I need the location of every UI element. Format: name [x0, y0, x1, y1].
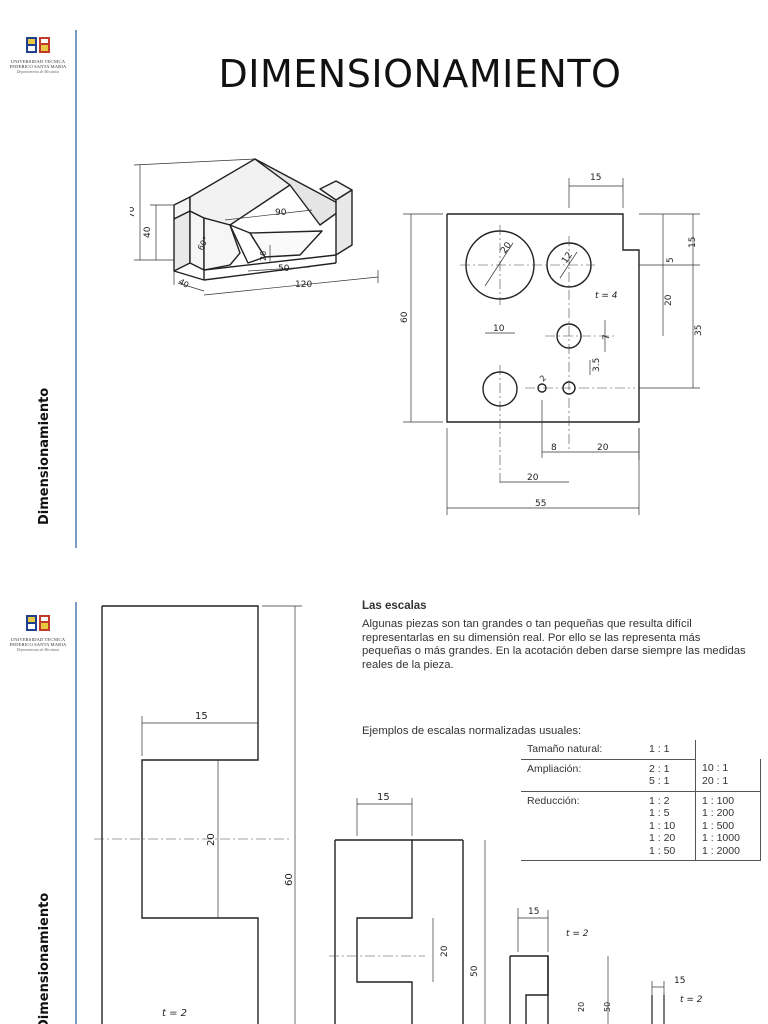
university-name-line2: FEDERICO SANTA MARIA — [9, 642, 67, 648]
dim-3-5: 3.5 — [592, 358, 602, 372]
dim-20: 20 — [259, 251, 268, 261]
red-value: 1 : 10 — [649, 819, 676, 832]
dim-35-right: 35 — [694, 325, 704, 336]
slide-gap — [0, 560, 768, 582]
natural-value: 1 : 1 — [649, 743, 670, 755]
dim-20-bottom: 20 — [597, 443, 609, 453]
row-ampliacion: Ampliación: 2 : 1 5 : 1 10 : 1 20 : 1 — [521, 759, 761, 792]
red-value: 1 : 2 — [649, 794, 670, 807]
large-part-outline — [102, 605, 259, 1024]
dim-15: 15 — [195, 711, 208, 722]
dim-20-circle: 20 — [499, 240, 514, 255]
scales-paragraph: Algunas piezas son tan grandes o tan peq… — [362, 618, 746, 671]
isometric-drawing: 70 40 90 60° 20 50 120 40 — [130, 158, 379, 296]
red-value: 1 : 20 — [649, 832, 676, 844]
university-name-line1: UNIVERSIDAD TECNICA — [10, 637, 66, 642]
department-name: Departamento de Mecánica — [16, 647, 60, 652]
slide-title: DIMENSIONAMIENTO — [218, 52, 622, 96]
ampl-value: 2 : 1 — [649, 762, 670, 775]
thickness-t2: t = 2 — [162, 1008, 187, 1019]
dim-40: 40 — [143, 226, 153, 238]
crest-icon — [26, 615, 50, 631]
slide-dimensionamiento-2: UNIVERSIDAD TECNICA FEDERICO SANTA MARIA… — [0, 582, 768, 1024]
plate-outline — [446, 213, 640, 423]
red-value: 1 : 100 — [702, 794, 735, 807]
iso-ridge-right — [254, 158, 346, 226]
dim-20: 20 — [206, 833, 217, 846]
crest-icon — [26, 37, 50, 53]
dim-50: 50 — [470, 965, 480, 977]
medium-part-outline — [335, 839, 413, 1024]
red-value: 1 : 5 — [649, 807, 670, 819]
ampl-value: 20 : 1 — [702, 774, 729, 787]
slide-divider-bar — [75, 30, 77, 548]
red-value: 1 : 200 — [702, 807, 735, 819]
dim-70: 70 — [130, 206, 137, 218]
dim-20: 20 — [577, 1002, 586, 1012]
dim-5: 5 — [666, 257, 676, 263]
university-logo: UNIVERSIDAD TECNICA FEDERICO SANTA MARIA… — [0, 36, 76, 75]
row-reduccion: Reducción: 1 : 2 1 : 5 1 : 10 1 : 20 1 :… — [521, 791, 761, 861]
red-value: 1 : 2000 — [702, 844, 740, 857]
thickness-t2: t = 2 — [680, 995, 703, 1005]
side-label: Dimensionamiento — [37, 387, 52, 525]
university-name-line1: UNIVERSIDAD TECNICA — [10, 59, 66, 64]
scales-text-block: Las escalas Algunas piezas son tan grand… — [362, 600, 752, 672]
plate-drawing: 15 15 5 20 35 60 20 12 t = 4 10 7 3.5 2 … — [400, 173, 704, 515]
dim-12-circle: 12 — [560, 251, 575, 266]
scales-heading: Las escalas — [362, 600, 427, 612]
reduccion-label: Reducción: — [521, 791, 643, 861]
side-label: Dimensionamiento — [37, 892, 52, 1024]
dim-8: 8 — [551, 443, 557, 453]
university-logo-2: UNIVERSIDAD TECNICA FEDERICO SANTA MARIA… — [0, 614, 76, 653]
dim-20-right: 20 — [664, 294, 674, 306]
dim-60-left: 60 — [400, 311, 410, 323]
thickness-t2: t = 2 — [566, 929, 589, 939]
slide-dimensionamiento-1: UNIVERSIDAD TECNICA FEDERICO SANTA MARIA… — [0, 30, 704, 548]
university-name-line2: FEDERICO SANTA MARIA — [9, 64, 67, 70]
red-value: 1 : 500 — [702, 819, 735, 832]
dim-55: 55 — [535, 499, 546, 509]
large-part-drawing: 15 20 60 t = 2 — [94, 605, 302, 1024]
dim-20: 20 — [440, 945, 450, 957]
red-value: 1 : 1000 — [702, 832, 740, 844]
small-part-drawing: 15 t = 2 20 50 — [509, 907, 612, 1024]
dim-90: 90 — [275, 208, 287, 218]
dim-10: 10 — [493, 324, 505, 334]
dim-15: 15 — [674, 976, 685, 986]
dim-15: 15 — [528, 907, 539, 917]
dim-50: 50 — [278, 264, 290, 274]
dim-2: 2 — [538, 373, 548, 383]
dim-15-right: 15 — [688, 237, 698, 248]
dim-120: 120 — [295, 280, 312, 290]
thickness-t4: t = 4 — [595, 291, 618, 301]
dim-15-top: 15 — [590, 173, 601, 183]
row-natural: Tamaño natural: 1 : 1 — [521, 740, 761, 760]
scales-table: Tamaño natural: 1 : 1 Ampliación: 2 : 1 … — [521, 740, 761, 861]
ampl-value: 10 : 1 — [702, 762, 729, 774]
dim-7: 7 — [602, 334, 612, 340]
slide-divider-bar — [75, 602, 77, 1024]
dim-60: 60 — [284, 873, 295, 886]
ampliacion-label: Ampliación: — [521, 759, 643, 792]
natural-label: Tamaño natural: — [521, 740, 643, 760]
dim-20-bottom-2: 20 — [527, 473, 539, 483]
dim-50: 50 — [603, 1002, 612, 1012]
tiny-part-drawing: 15 t = 2 — [651, 976, 703, 1024]
iso-left-block-side — [173, 210, 191, 272]
department-name: Departamento de Mecánica — [16, 69, 60, 74]
dim-40b: 40 — [177, 277, 190, 290]
medium-part-drawing: 15 20 50 — [329, 792, 486, 1024]
ampl-value: 5 : 1 — [649, 775, 670, 787]
examples-label: Ejemplos de escalas normalizadas usuales… — [362, 725, 582, 737]
red-value: 1 : 50 — [649, 844, 676, 857]
dim-15: 15 — [377, 792, 390, 803]
